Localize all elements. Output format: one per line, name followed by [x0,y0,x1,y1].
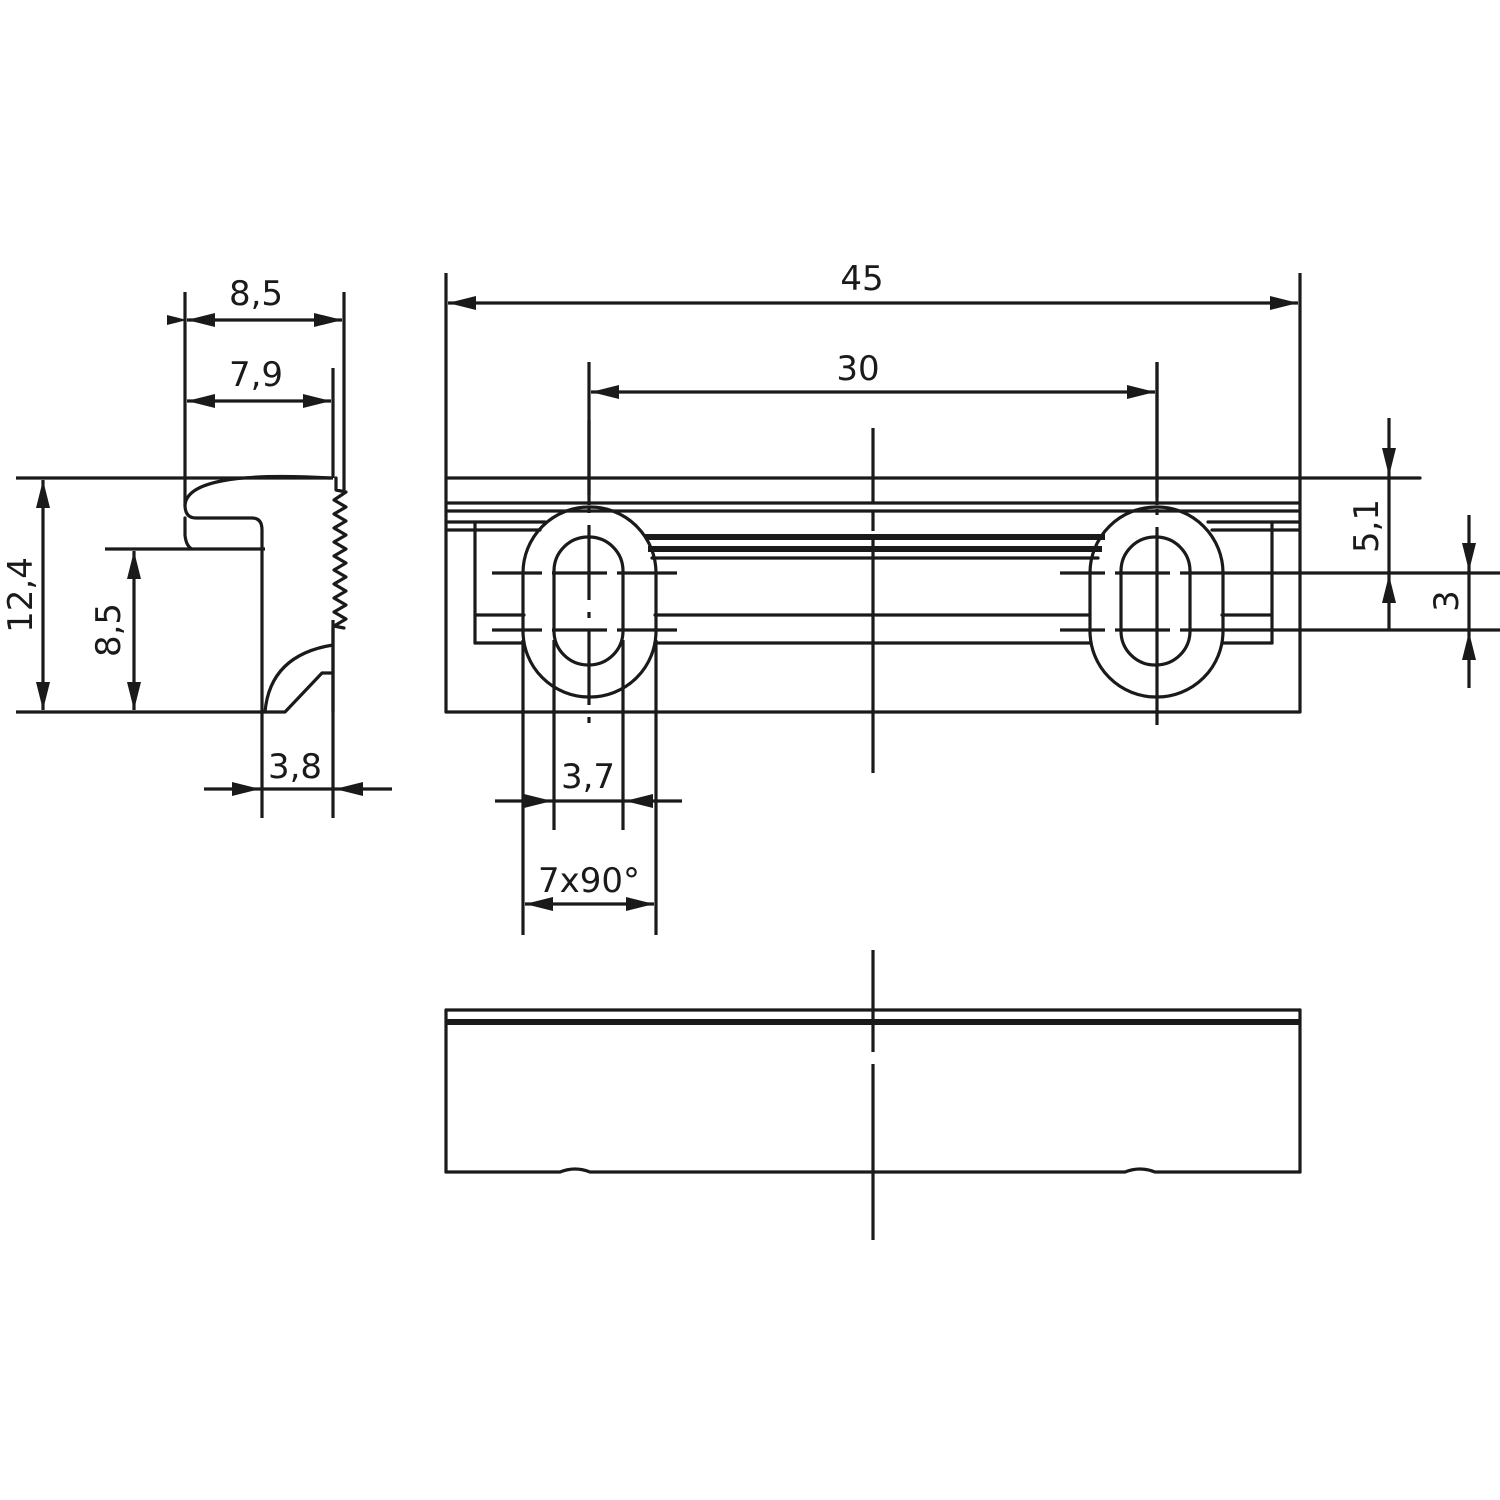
dim-side-width-inner: 7,9 [229,355,283,395]
dim-slot-width: 3,7 [561,757,615,797]
dim-side-width-overall: 8,5 [229,274,283,314]
dim-top-hole-spacing: 30 [836,349,879,389]
side-section-view: 8,5 7,9 12,4 8,5 3,8 [1,274,392,818]
front-view [444,950,1302,1240]
dim-side-height-step: 8,5 [89,603,129,657]
top-view: 45 30 [444,259,1500,935]
dim-top-length-overall: 45 [840,259,883,299]
dim-top-offset: 5,1 [1347,499,1387,553]
dim-side-height-overall: 12,4 [1,557,41,633]
slot-right [1060,362,1500,725]
dim-side-bottom-width: 3,8 [268,747,322,787]
dim-countersink: 7x90° [538,861,640,901]
slot-left [492,420,688,935]
dim-top-slot-spacing: 3 [1427,590,1467,612]
